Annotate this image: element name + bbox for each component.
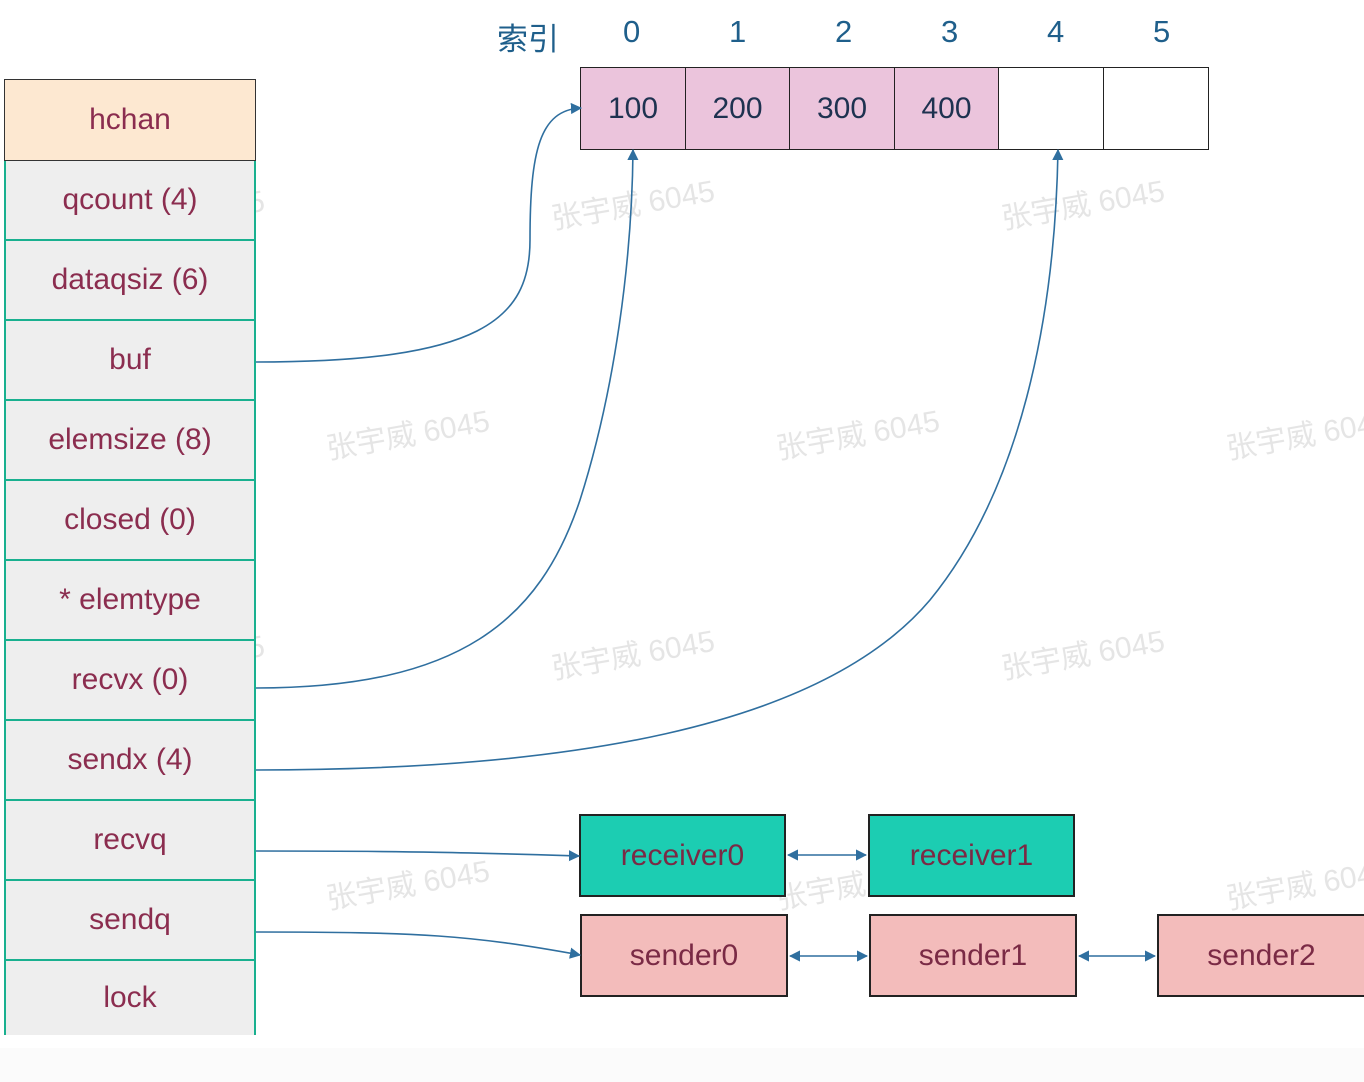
sender-0: sender0: [580, 914, 788, 997]
buffer-cell: 200: [684, 67, 791, 150]
buffer-cell-empty: [998, 67, 1104, 150]
ring-buffer: 100 200 300 400: [580, 67, 1209, 150]
receiver-1: receiver1: [868, 814, 1075, 897]
hchan-struct: hchan qcount (4) dataqsiz (6) buf elemsi…: [4, 79, 256, 1035]
field-sendq: sendq: [4, 881, 256, 961]
sender-2: sender2: [1157, 914, 1364, 997]
receiver-0: receiver0: [579, 814, 786, 897]
buffer-cell-empty: [1102, 67, 1209, 150]
buffer-cell: 100: [580, 67, 686, 150]
hchan-title: hchan: [4, 79, 256, 161]
field-lock: lock: [4, 961, 256, 1035]
arrow-sendq-to-sender0: [255, 931, 582, 959]
field-closed: closed (0): [4, 481, 256, 561]
field-elemsize: elemsize (8): [4, 401, 256, 481]
index-1: 1: [729, 14, 747, 49]
sender-1: sender1: [869, 914, 1077, 997]
arrow-buf-to-buffer: [255, 102, 583, 363]
arrow-recvx-to-index0: [255, 148, 639, 689]
buffer-cell: 300: [789, 67, 895, 150]
arrow-sendx-to-index4: [255, 148, 1064, 771]
field-elemtype: * elemtype: [4, 561, 256, 641]
field-recvx: recvx (0): [4, 641, 256, 721]
arrow-recvq-to-receiver0: [255, 850, 581, 862]
index-0: 0: [623, 14, 641, 49]
bottom-strip: [0, 1048, 1364, 1082]
field-recvq: recvq: [4, 801, 256, 881]
index-4: 4: [1047, 14, 1065, 49]
index-2: 2: [835, 14, 853, 49]
index-3: 3: [941, 14, 959, 49]
field-qcount: qcount (4): [4, 161, 256, 241]
index-5: 5: [1153, 14, 1171, 49]
field-sendx: sendx (4): [4, 721, 256, 801]
field-dataqsiz: dataqsiz (6): [4, 241, 256, 321]
field-buf: buf: [4, 321, 256, 401]
index-label: 索引: [497, 22, 559, 57]
